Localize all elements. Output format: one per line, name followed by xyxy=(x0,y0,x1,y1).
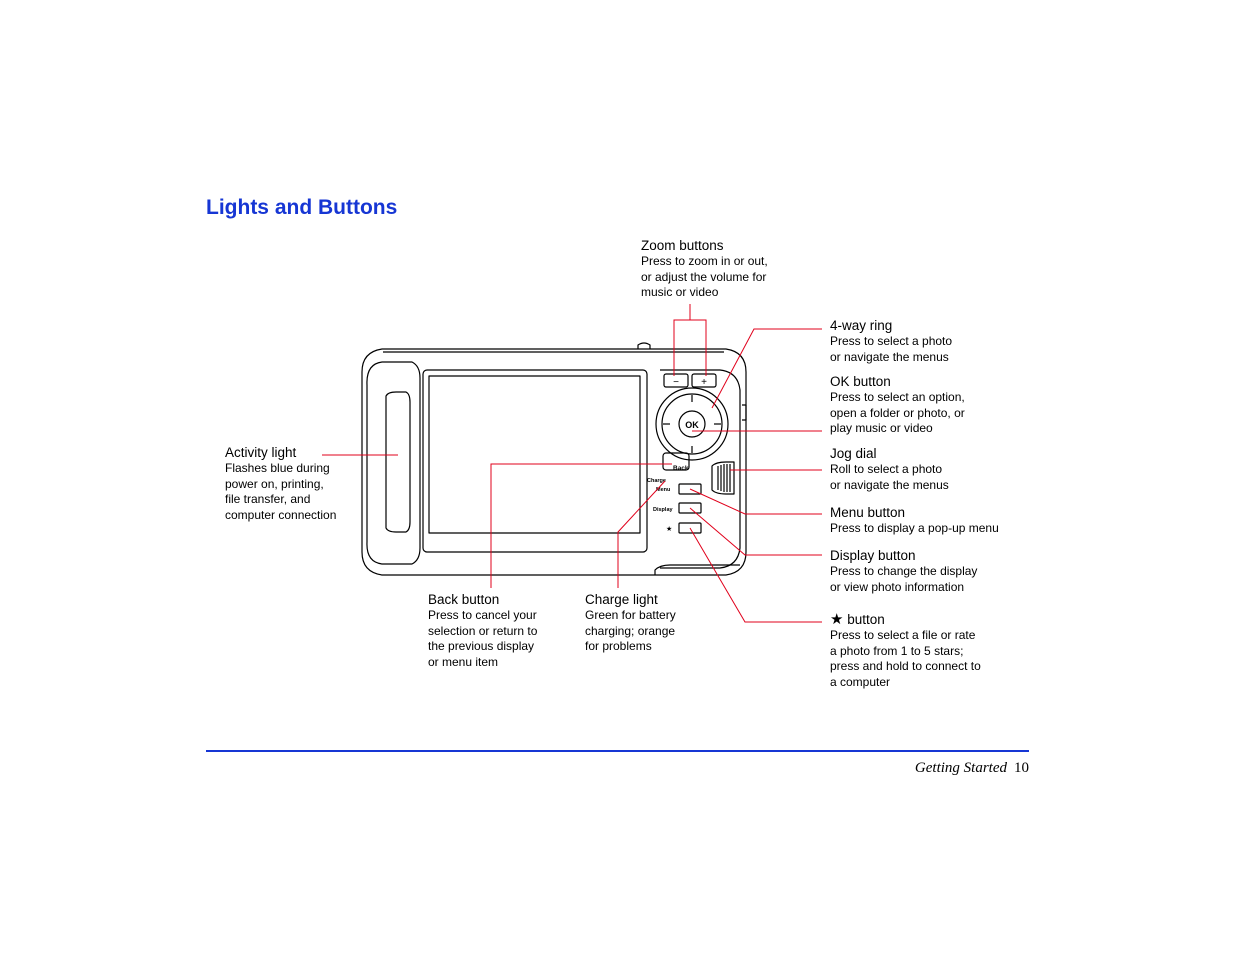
charge-light-label: Charge light xyxy=(585,592,658,607)
menu-button-description: Press to display a pop-up menu xyxy=(830,521,999,535)
star-button-description: Press to select a file or rate a photo f… xyxy=(830,628,981,690)
display-button-shape xyxy=(678,502,702,514)
four-way-ring-label: 4-way ring xyxy=(830,318,893,333)
page-number: 10 xyxy=(1014,760,1029,776)
charge-light-callout: Charge light Green for battery charging;… xyxy=(585,591,676,655)
charge-light-leader xyxy=(617,480,666,588)
footer-section: Getting Started xyxy=(914,760,1007,776)
star-button-glyph: ★ xyxy=(666,525,672,533)
zoom-buttons-callout: Zoom buttons Press to zoom in or out, or… xyxy=(641,237,768,301)
side-jog-slot xyxy=(742,404,747,421)
four-way-ring-callout: 4-way ring Press to select a photo or na… xyxy=(830,317,952,365)
back-button-label: Back button xyxy=(428,592,500,607)
charge-glyph: Charge xyxy=(647,478,666,484)
menu-glyph: Menu xyxy=(656,487,670,493)
jog-dial-description: Roll to select a photo or navigate the m… xyxy=(830,462,949,492)
zoom-out-glyph: − xyxy=(673,377,679,388)
zoom-buttons-label: Zoom buttons xyxy=(641,238,724,253)
back-button-shape xyxy=(662,452,690,471)
page-title: Lights and Buttons xyxy=(206,196,398,219)
device-left-grip xyxy=(366,361,421,565)
back-glyph: Back xyxy=(673,465,689,472)
ok-glyph: OK xyxy=(685,420,699,430)
activity-light-callout: Activity light Flashes blue during power… xyxy=(225,444,336,524)
four-way-ring-outer xyxy=(655,387,729,461)
screen-display xyxy=(428,375,641,534)
activity-light-label: Activity light xyxy=(225,445,297,460)
display-button-label: Display button xyxy=(830,548,916,563)
back-button-leader xyxy=(490,463,672,588)
page-footer: Getting Started 10 xyxy=(915,760,1029,777)
jog-dial-housing xyxy=(711,461,735,495)
menu-button-callout: Menu button Press to display a pop-up me… xyxy=(830,504,999,537)
charge-light-description: Green for battery charging; orange for p… xyxy=(585,608,676,654)
display-button-description: Press to change the display or view phot… xyxy=(830,564,978,594)
star-button-label: button xyxy=(847,612,885,627)
star-icon: ★ xyxy=(830,611,844,628)
zoom-leader xyxy=(673,304,707,376)
device-bottom-trim xyxy=(654,564,740,575)
ok-button-description: Press to select an option, open a folder… xyxy=(830,390,965,436)
back-button-description: Press to cancel your selection or return… xyxy=(428,608,538,670)
display-button-callout: Display button Press to change the displ… xyxy=(830,547,977,595)
device-top-button xyxy=(637,342,651,349)
star-button-shape xyxy=(678,522,702,534)
control-panel-outline xyxy=(660,369,741,569)
activity-light-description: Flashes blue during power on, printing, … xyxy=(225,461,337,523)
display-button-leader xyxy=(689,507,822,556)
star-button-callout: ★ button Press to select a file or rate … xyxy=(830,611,981,691)
menu-button-leader xyxy=(689,488,822,515)
jog-dial-label: Jog dial xyxy=(830,446,877,461)
device-left-grip-inset xyxy=(385,391,411,533)
device-outer-body xyxy=(361,348,747,576)
footer-rule xyxy=(206,750,1029,752)
four-way-ring-inner xyxy=(661,393,723,455)
jog-dial-callout: Jog dial Roll to select a photo or navig… xyxy=(830,445,949,493)
display-glyph: Display xyxy=(653,507,674,513)
back-button-callout: Back button Press to cancel your selecti… xyxy=(428,591,537,671)
ok-button-label: OK button xyxy=(830,374,891,389)
zoom-out-button-shape xyxy=(663,373,689,388)
star-button-leader xyxy=(689,527,822,623)
menu-button-shape xyxy=(678,483,702,495)
four-way-ring-description: Press to select a photo or navigate the … xyxy=(830,334,953,364)
zoom-in-glyph: + xyxy=(701,377,707,388)
zoom-buttons-description: Press to zoom in or out, or adjust the v… xyxy=(641,254,768,300)
four-way-ring-leader xyxy=(711,328,822,409)
ok-button-callout: OK button Press to select an option, ope… xyxy=(830,373,965,437)
zoom-in-button-shape xyxy=(691,373,717,388)
menu-button-label: Menu button xyxy=(830,505,906,520)
ok-button-shape xyxy=(678,410,706,438)
screen-bezel xyxy=(422,369,648,553)
